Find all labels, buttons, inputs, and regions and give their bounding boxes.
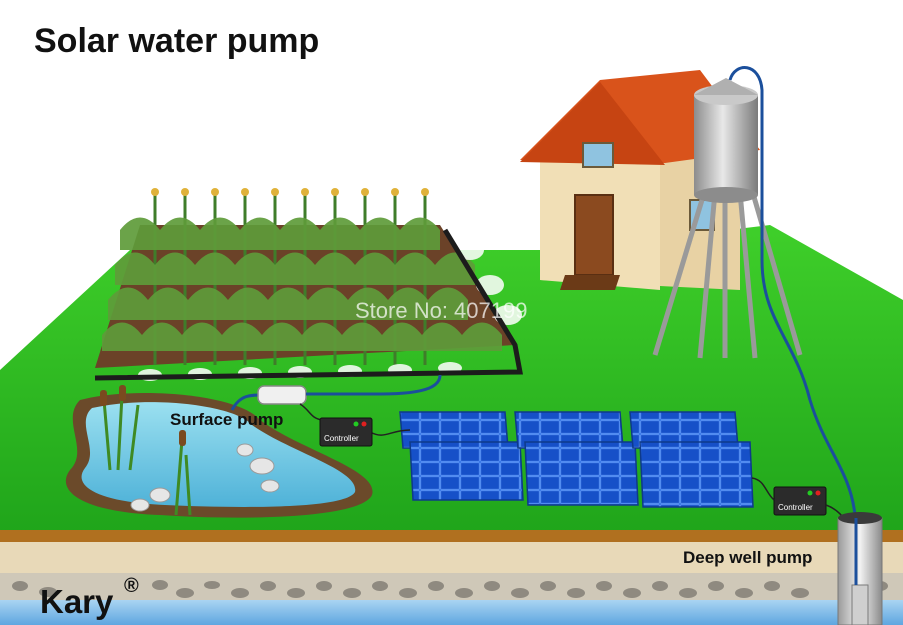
gravel-layer xyxy=(0,573,903,601)
tower-legs xyxy=(652,189,803,359)
cattails xyxy=(100,385,192,516)
house-roof-front xyxy=(520,82,665,165)
controller-panel-wire-right xyxy=(751,477,775,501)
controller-panel-wire-left xyxy=(369,429,411,436)
surface-pump-label: Surface pump xyxy=(170,410,284,429)
page-title: Solar water pump xyxy=(34,22,320,60)
registered-mark: ® xyxy=(124,575,139,597)
deep-well-pump-icon xyxy=(851,584,869,625)
store-watermark: Store No: 407199 xyxy=(355,298,528,323)
solar-panel-3 xyxy=(629,411,754,508)
well-top xyxy=(838,512,882,524)
corn-leaves xyxy=(102,217,502,351)
aquifer-layer xyxy=(0,600,903,625)
controller-right-label: Controller xyxy=(778,503,813,512)
pond-water xyxy=(81,402,356,507)
house-window-left xyxy=(582,142,614,168)
solar-panel-1 xyxy=(399,411,524,501)
tank-feed-pipe xyxy=(728,66,857,516)
tank-cone xyxy=(694,78,758,95)
tank-body xyxy=(694,95,758,195)
crop-field xyxy=(94,188,523,381)
controller-left-label: Controller xyxy=(324,434,359,443)
surface-pump-assembly xyxy=(230,374,442,436)
surface-pump-icon xyxy=(257,385,307,405)
controller-right: Controller xyxy=(751,477,853,531)
farm-house xyxy=(520,70,760,290)
deep-well xyxy=(837,512,883,625)
underground xyxy=(0,540,903,625)
house-step xyxy=(560,275,620,290)
solar-array xyxy=(399,411,754,508)
controller-left: Controller xyxy=(319,417,373,447)
house-door xyxy=(574,194,614,276)
water-tower xyxy=(652,66,857,516)
pond-stones xyxy=(130,443,280,512)
irrigation-pipe xyxy=(94,228,523,381)
tank-bottom xyxy=(694,187,758,203)
pump-controller-wire xyxy=(299,403,323,421)
soil-edge xyxy=(0,530,903,542)
brand-name: Kary xyxy=(40,583,114,620)
corn-tassels xyxy=(151,188,429,196)
pump-to-field-pipe xyxy=(306,374,442,396)
deep-well-pump-label: Deep well pump xyxy=(683,548,813,567)
solar-panel-2 xyxy=(514,411,639,506)
pond xyxy=(65,385,373,518)
sand-layer xyxy=(0,540,903,578)
